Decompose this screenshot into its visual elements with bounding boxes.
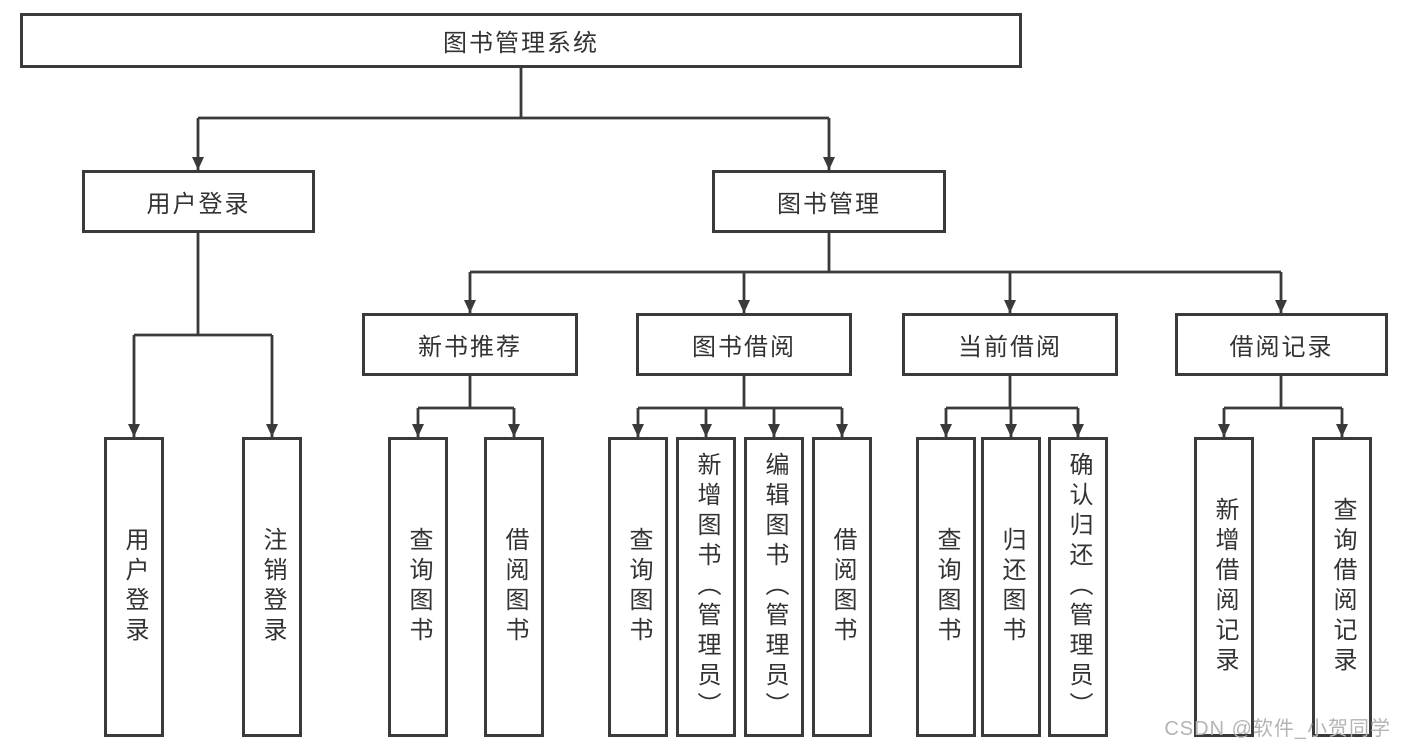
node-leaf-borrow-borrow-books: 借阅图书 <box>812 437 872 737</box>
node-leaf-current-query-books-label: 查询图书 <box>933 527 960 647</box>
node-leaf-current-return-books-label: 归还图书 <box>998 527 1025 647</box>
node-book-mgmt-label: 图书管理 <box>777 191 881 218</box>
node-leaf-borrow-borrow-books-label: 借阅图书 <box>829 527 856 647</box>
node-leaf-borrow-query-books: 查询图书 <box>608 437 668 737</box>
branch-lines <box>134 68 1342 410</box>
node-leaf-current-query-books: 查询图书 <box>916 437 976 737</box>
node-borrow-records-label: 借阅记录 <box>1229 334 1334 361</box>
node-leaf-records-query-record-label: 查询借阅记录 <box>1329 497 1356 677</box>
node-leaf-borrow-add-books-admin-label: 新增图书（管理员） <box>693 452 720 722</box>
node-new-books: 新书推荐 <box>362 313 578 376</box>
node-borrow-records: 借阅记录 <box>1175 313 1388 376</box>
csdn-watermark: CSDN @软件_小贺同学 <box>1164 718 1391 740</box>
node-user-login-label: 用户登录 <box>146 191 251 218</box>
node-root-label: 图书管理系统 <box>443 30 599 57</box>
node-leaf-user-login-label: 用户登录 <box>121 527 148 647</box>
node-leaf-records-query-record: 查询借阅记录 <box>1312 437 1372 737</box>
node-leaf-current-confirm-return-admin: 确认归还（管理员） <box>1048 437 1108 737</box>
node-leaf-borrow-add-books-admin: 新增图书（管理员） <box>676 437 736 737</box>
node-leaf-recommend-borrow-books-label: 借阅图书 <box>501 527 528 647</box>
node-new-books-label: 新书推荐 <box>418 334 522 361</box>
node-book-borrow-label: 图书借阅 <box>692 334 796 361</box>
node-leaf-logout: 注销登录 <box>242 437 302 737</box>
node-leaf-user-login: 用户登录 <box>104 437 164 737</box>
node-leaf-records-add-record-label: 新增借阅记录 <box>1211 497 1238 677</box>
node-user-login: 用户登录 <box>82 170 315 233</box>
node-leaf-borrow-edit-books-admin: 编辑图书（管理员） <box>744 437 804 737</box>
node-leaf-records-add-record: 新增借阅记录 <box>1194 437 1254 737</box>
node-leaf-recommend-query-books: 查询图书 <box>388 437 448 737</box>
node-current-borrow: 当前借阅 <box>902 313 1118 376</box>
node-book-mgmt: 图书管理 <box>712 170 946 233</box>
node-leaf-recommend-borrow-books: 借阅图书 <box>484 437 544 737</box>
node-leaf-logout-label: 注销登录 <box>259 527 286 647</box>
node-leaf-current-return-books: 归还图书 <box>981 437 1041 737</box>
node-leaf-borrow-edit-books-admin-label: 编辑图书（管理员） <box>761 452 788 722</box>
node-leaf-borrow-query-books-label: 查询图书 <box>625 527 652 647</box>
node-book-borrow: 图书借阅 <box>636 313 852 376</box>
node-root: 图书管理系统 <box>20 13 1022 68</box>
node-leaf-recommend-query-books-label: 查询图书 <box>405 527 432 647</box>
node-leaf-current-confirm-return-admin-label: 确认归还（管理员） <box>1065 452 1092 722</box>
node-current-borrow-label: 当前借阅 <box>958 334 1062 361</box>
